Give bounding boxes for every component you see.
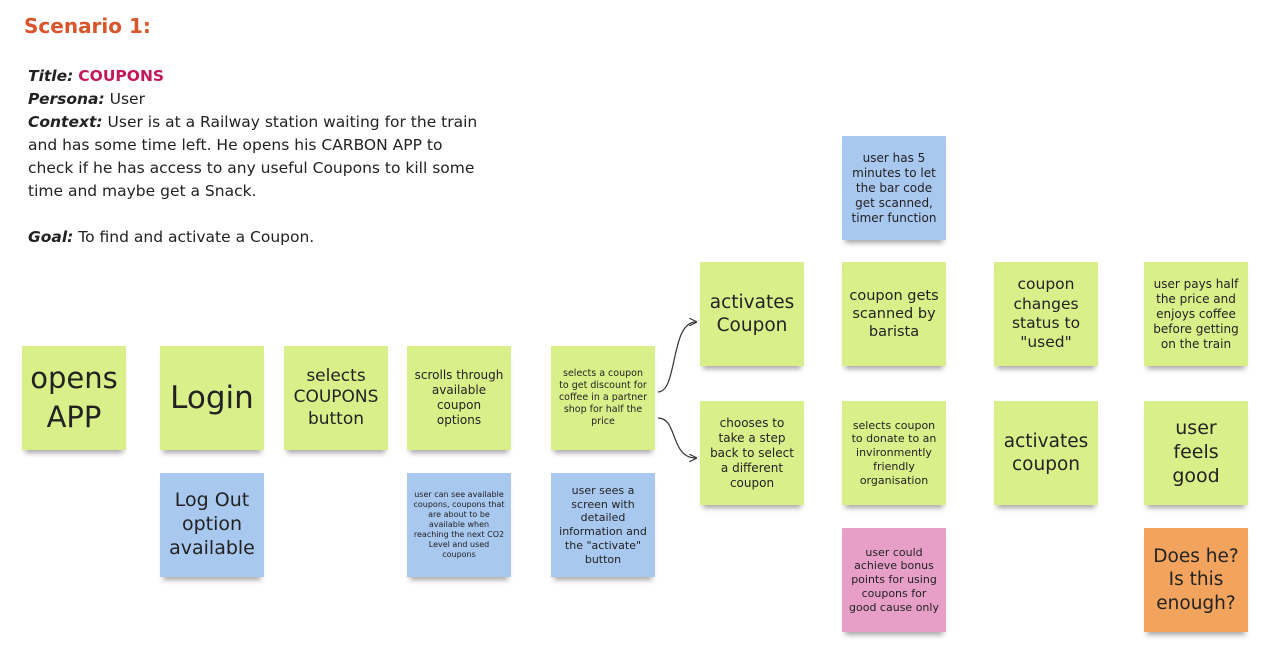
sticky-scrolls-coupons: scrolls through available coupon options xyxy=(407,346,511,450)
scenario-heading: Scenario 1: xyxy=(24,14,151,38)
persona-line: Persona: User xyxy=(28,88,478,111)
context-label: Context: xyxy=(28,113,103,131)
scenario-info: Title: COUPONS Persona: User Context: Us… xyxy=(28,65,478,249)
sticky-available-coupons-info: user can see available coupons, coupons … xyxy=(407,473,511,577)
sticky-status-used: coupon changes status to "used" xyxy=(994,262,1098,366)
arrow-to-step-back xyxy=(657,417,696,458)
sticky-logout-option: Log Out option available xyxy=(160,473,264,577)
persona-label: Persona: xyxy=(28,90,105,108)
sticky-step-back: chooses to take a step back to select a … xyxy=(700,401,804,505)
sticky-selects-coupons-button: selects COUPONS button xyxy=(284,346,388,450)
persona-value: User xyxy=(109,90,145,108)
sticky-coupon-scanned: coupon gets scanned by barista xyxy=(842,262,946,366)
goal-value: To find and activate a Coupon. xyxy=(78,228,315,246)
sticky-feels-good: user feels good xyxy=(1144,401,1248,505)
sticky-activates-coupon-top: activates Coupon xyxy=(700,262,804,366)
sticky-timer-note: user has 5 minutes to let the bar code g… xyxy=(842,136,946,240)
title-label: Title: xyxy=(28,67,74,85)
context-line: Context: User is at a Railway station wa… xyxy=(28,111,478,203)
sticky-activates-coupon-bottom: activates coupon xyxy=(994,401,1098,505)
title-line: Title: COUPONS xyxy=(28,65,478,88)
goal-line: Goal: To find and activate a Coupon. xyxy=(28,226,478,249)
sticky-selects-discount-coupon: selects a coupon to get discount for cof… xyxy=(551,346,655,450)
sticky-selects-donate: selects coupon to donate to an invironme… xyxy=(842,401,946,505)
title-value: COUPONS xyxy=(78,67,165,85)
goal-label: Goal: xyxy=(28,228,74,246)
sticky-detail-screen: user sees a screen with detailed informa… xyxy=(551,473,655,577)
sticky-does-he-question: Does he? Is this enough? xyxy=(1144,528,1248,632)
arrow-to-activates-coupon xyxy=(657,322,696,393)
sticky-pays-half-price: user pays half the price and enjoys coff… xyxy=(1144,262,1248,366)
sticky-bonus-points: user could achieve bonus points for usin… xyxy=(842,528,946,632)
context-value: User is at a Railway station waiting for… xyxy=(28,113,478,200)
sticky-opens-app: opens APP xyxy=(22,346,126,450)
sticky-login: Login xyxy=(160,346,264,450)
